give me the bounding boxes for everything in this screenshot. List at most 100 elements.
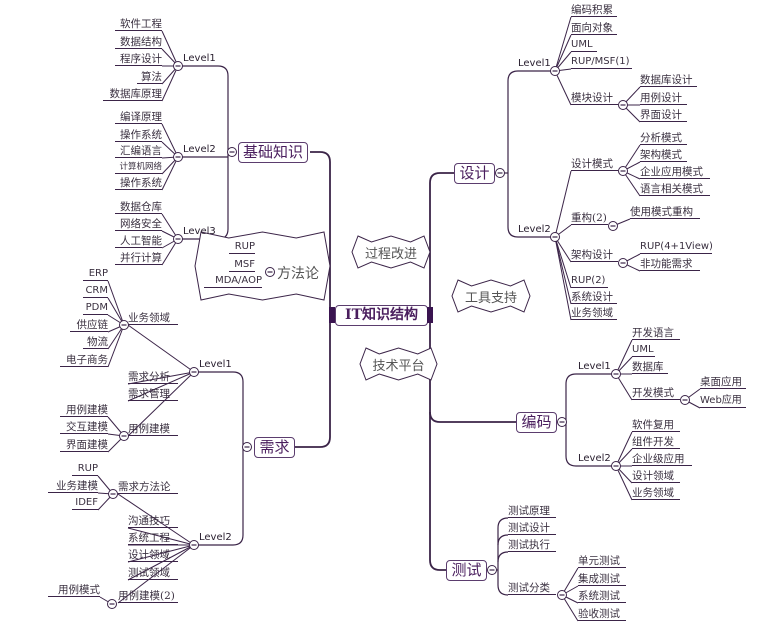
- topic-node[interactable]: 数据结构: [115, 35, 162, 49]
- node-coding[interactable]: 编码: [516, 412, 557, 433]
- topic-node[interactable]: 单元测试: [578, 554, 626, 568]
- topic-node[interactable]: 设计领域: [632, 469, 680, 483]
- topic-node[interactable]: 算法: [137, 70, 162, 84]
- collapse-minus-icon[interactable]: [189, 367, 199, 377]
- topic-node[interactable]: 用例设计: [640, 91, 687, 105]
- topic-node[interactable]: 测试分类: [508, 581, 556, 595]
- collapse-minus-icon[interactable]: [189, 540, 199, 550]
- collapse-minus-icon[interactable]: [119, 431, 129, 441]
- topic-node[interactable]: 网络安全: [115, 217, 162, 231]
- collapse-minus-icon[interactable]: [119, 320, 129, 330]
- collapse-minus-icon[interactable]: [108, 489, 118, 499]
- collapse-minus-icon[interactable]: [550, 66, 560, 76]
- collapse-minus-icon[interactable]: [495, 168, 505, 178]
- collapse-minus-icon[interactable]: [611, 461, 621, 471]
- topic-node[interactable]: 需求管理: [128, 387, 178, 401]
- topic-node[interactable]: RUP: [229, 240, 255, 254]
- collapse-minus-icon[interactable]: [608, 221, 618, 231]
- topic-node[interactable]: ERP: [83, 267, 108, 281]
- topic-node[interactable]: 语言相关模式: [640, 182, 710, 196]
- topic-node[interactable]: 沟通技巧: [128, 514, 178, 528]
- level-label[interactable]: Level2: [578, 453, 611, 464]
- topic-node[interactable]: 非功能需求: [640, 257, 700, 271]
- topic-node[interactable]: 汇编语言: [115, 144, 162, 158]
- topic-node[interactable]: 系统设计: [571, 290, 617, 304]
- topic-node[interactable]: 交互建模: [60, 420, 108, 434]
- topic-node[interactable]: MSF: [229, 258, 255, 272]
- topic-node[interactable]: 人工智能: [115, 234, 162, 248]
- topic-node[interactable]: 测试领域: [128, 566, 178, 580]
- node-basics[interactable]: 基础知识: [238, 142, 308, 163]
- topic-node[interactable]: 数据仓库: [115, 200, 162, 214]
- topic-node[interactable]: CRM: [83, 284, 108, 298]
- topic-node[interactable]: 重构(2): [571, 212, 608, 225]
- collapse-minus-icon[interactable]: [173, 152, 183, 162]
- topic-node[interactable]: 业务领域: [571, 306, 617, 320]
- topic-node[interactable]: RUP(4+1View): [640, 241, 713, 254]
- topic-node[interactable]: 操作系统: [115, 128, 162, 142]
- level-label[interactable]: Level1: [199, 359, 232, 370]
- level-label[interactable]: Level1: [578, 361, 611, 372]
- topic-node[interactable]: 设计模式: [571, 157, 618, 171]
- collapse-minus-icon[interactable]: [173, 234, 183, 244]
- topic-node[interactable]: 需求分析: [128, 370, 178, 384]
- topic-node[interactable]: RUP(2): [571, 274, 608, 288]
- topic-node[interactable]: 界面建模: [60, 438, 108, 452]
- topic-node[interactable]: 业务领域: [128, 311, 178, 325]
- node-methodology[interactable]: 方法论: [277, 266, 319, 282]
- topic-node[interactable]: 需求方法论: [118, 480, 178, 494]
- node-design[interactable]: 设计: [454, 163, 495, 184]
- topic-node[interactable]: 用例建模: [60, 403, 108, 417]
- topic-node[interactable]: 并行计算: [115, 251, 162, 265]
- collapse-minus-icon[interactable]: [173, 61, 183, 71]
- collapse-minus-icon[interactable]: [680, 395, 690, 405]
- topic-node[interactable]: 数据库原理: [103, 87, 162, 101]
- topic-node[interactable]: RUP/MSF(1): [571, 55, 632, 69]
- topic-node[interactable]: 业务建模: [48, 479, 98, 493]
- level-label[interactable]: Level1: [183, 53, 216, 64]
- collapse-minus-icon[interactable]: [107, 599, 117, 609]
- topic-node[interactable]: 使用模式重构: [630, 205, 700, 219]
- topic-node[interactable]: 计算机网络: [115, 160, 162, 174]
- topic-node[interactable]: 程序设计: [115, 52, 162, 66]
- collapse-minus-icon[interactable]: [611, 369, 621, 379]
- topic-node[interactable]: MDA/AOP: [204, 274, 262, 288]
- topic-node[interactable]: IDEF: [72, 496, 98, 510]
- collapse-minus-icon[interactable]: [557, 417, 567, 427]
- topic-node[interactable]: 软件工程: [115, 17, 162, 31]
- level-label[interactable]: Level2: [183, 144, 216, 155]
- topic-node[interactable]: 面向对象: [571, 21, 617, 35]
- topic-node[interactable]: Web应用: [700, 394, 746, 408]
- callout-process-improvement[interactable]: 过程改进: [364, 247, 417, 262]
- topic-node[interactable]: 验收测试: [578, 607, 626, 621]
- collapse-minus-icon[interactable]: [618, 166, 628, 176]
- topic-node[interactable]: 开发模式: [632, 386, 680, 400]
- topic-node[interactable]: 测试原理: [508, 504, 556, 518]
- collapse-minus-icon[interactable]: [487, 565, 497, 575]
- level-label[interactable]: Level2: [518, 224, 551, 235]
- topic-node[interactable]: 物流: [83, 335, 108, 349]
- topic-node[interactable]: 界面设计: [640, 108, 687, 122]
- topic-node[interactable]: 业务领域: [632, 486, 680, 500]
- topic-node[interactable]: UML: [571, 38, 597, 52]
- topic-node[interactable]: 测试设计: [508, 521, 556, 535]
- callout-tool-support[interactable]: 工具支持: [464, 291, 517, 306]
- topic-node[interactable]: PDM: [83, 301, 108, 315]
- topic-node[interactable]: 模块设计: [571, 91, 618, 105]
- topic-node[interactable]: 软件复用: [632, 418, 680, 432]
- topic-node[interactable]: 供应链: [70, 318, 108, 332]
- topic-node[interactable]: 分析模式: [640, 131, 687, 145]
- topic-node[interactable]: 设计领域: [128, 548, 178, 562]
- topic-node[interactable]: 电子商务: [60, 353, 108, 367]
- topic-node[interactable]: 开发语言: [632, 326, 680, 340]
- topic-node[interactable]: 企业应用模式: [640, 165, 710, 179]
- topic-node[interactable]: 用例建模: [128, 422, 178, 436]
- collapse-minus-icon[interactable]: [227, 147, 237, 157]
- topic-node[interactable]: RUP: [72, 462, 98, 476]
- topic-node[interactable]: 数据库设计: [640, 73, 697, 87]
- level-label[interactable]: Level3: [183, 226, 216, 237]
- collapse-minus-icon[interactable]: [618, 258, 628, 268]
- root-node[interactable]: IT知识结构: [335, 305, 428, 326]
- node-requirements[interactable]: 需求: [254, 437, 295, 458]
- topic-node[interactable]: 测试执行: [508, 538, 556, 552]
